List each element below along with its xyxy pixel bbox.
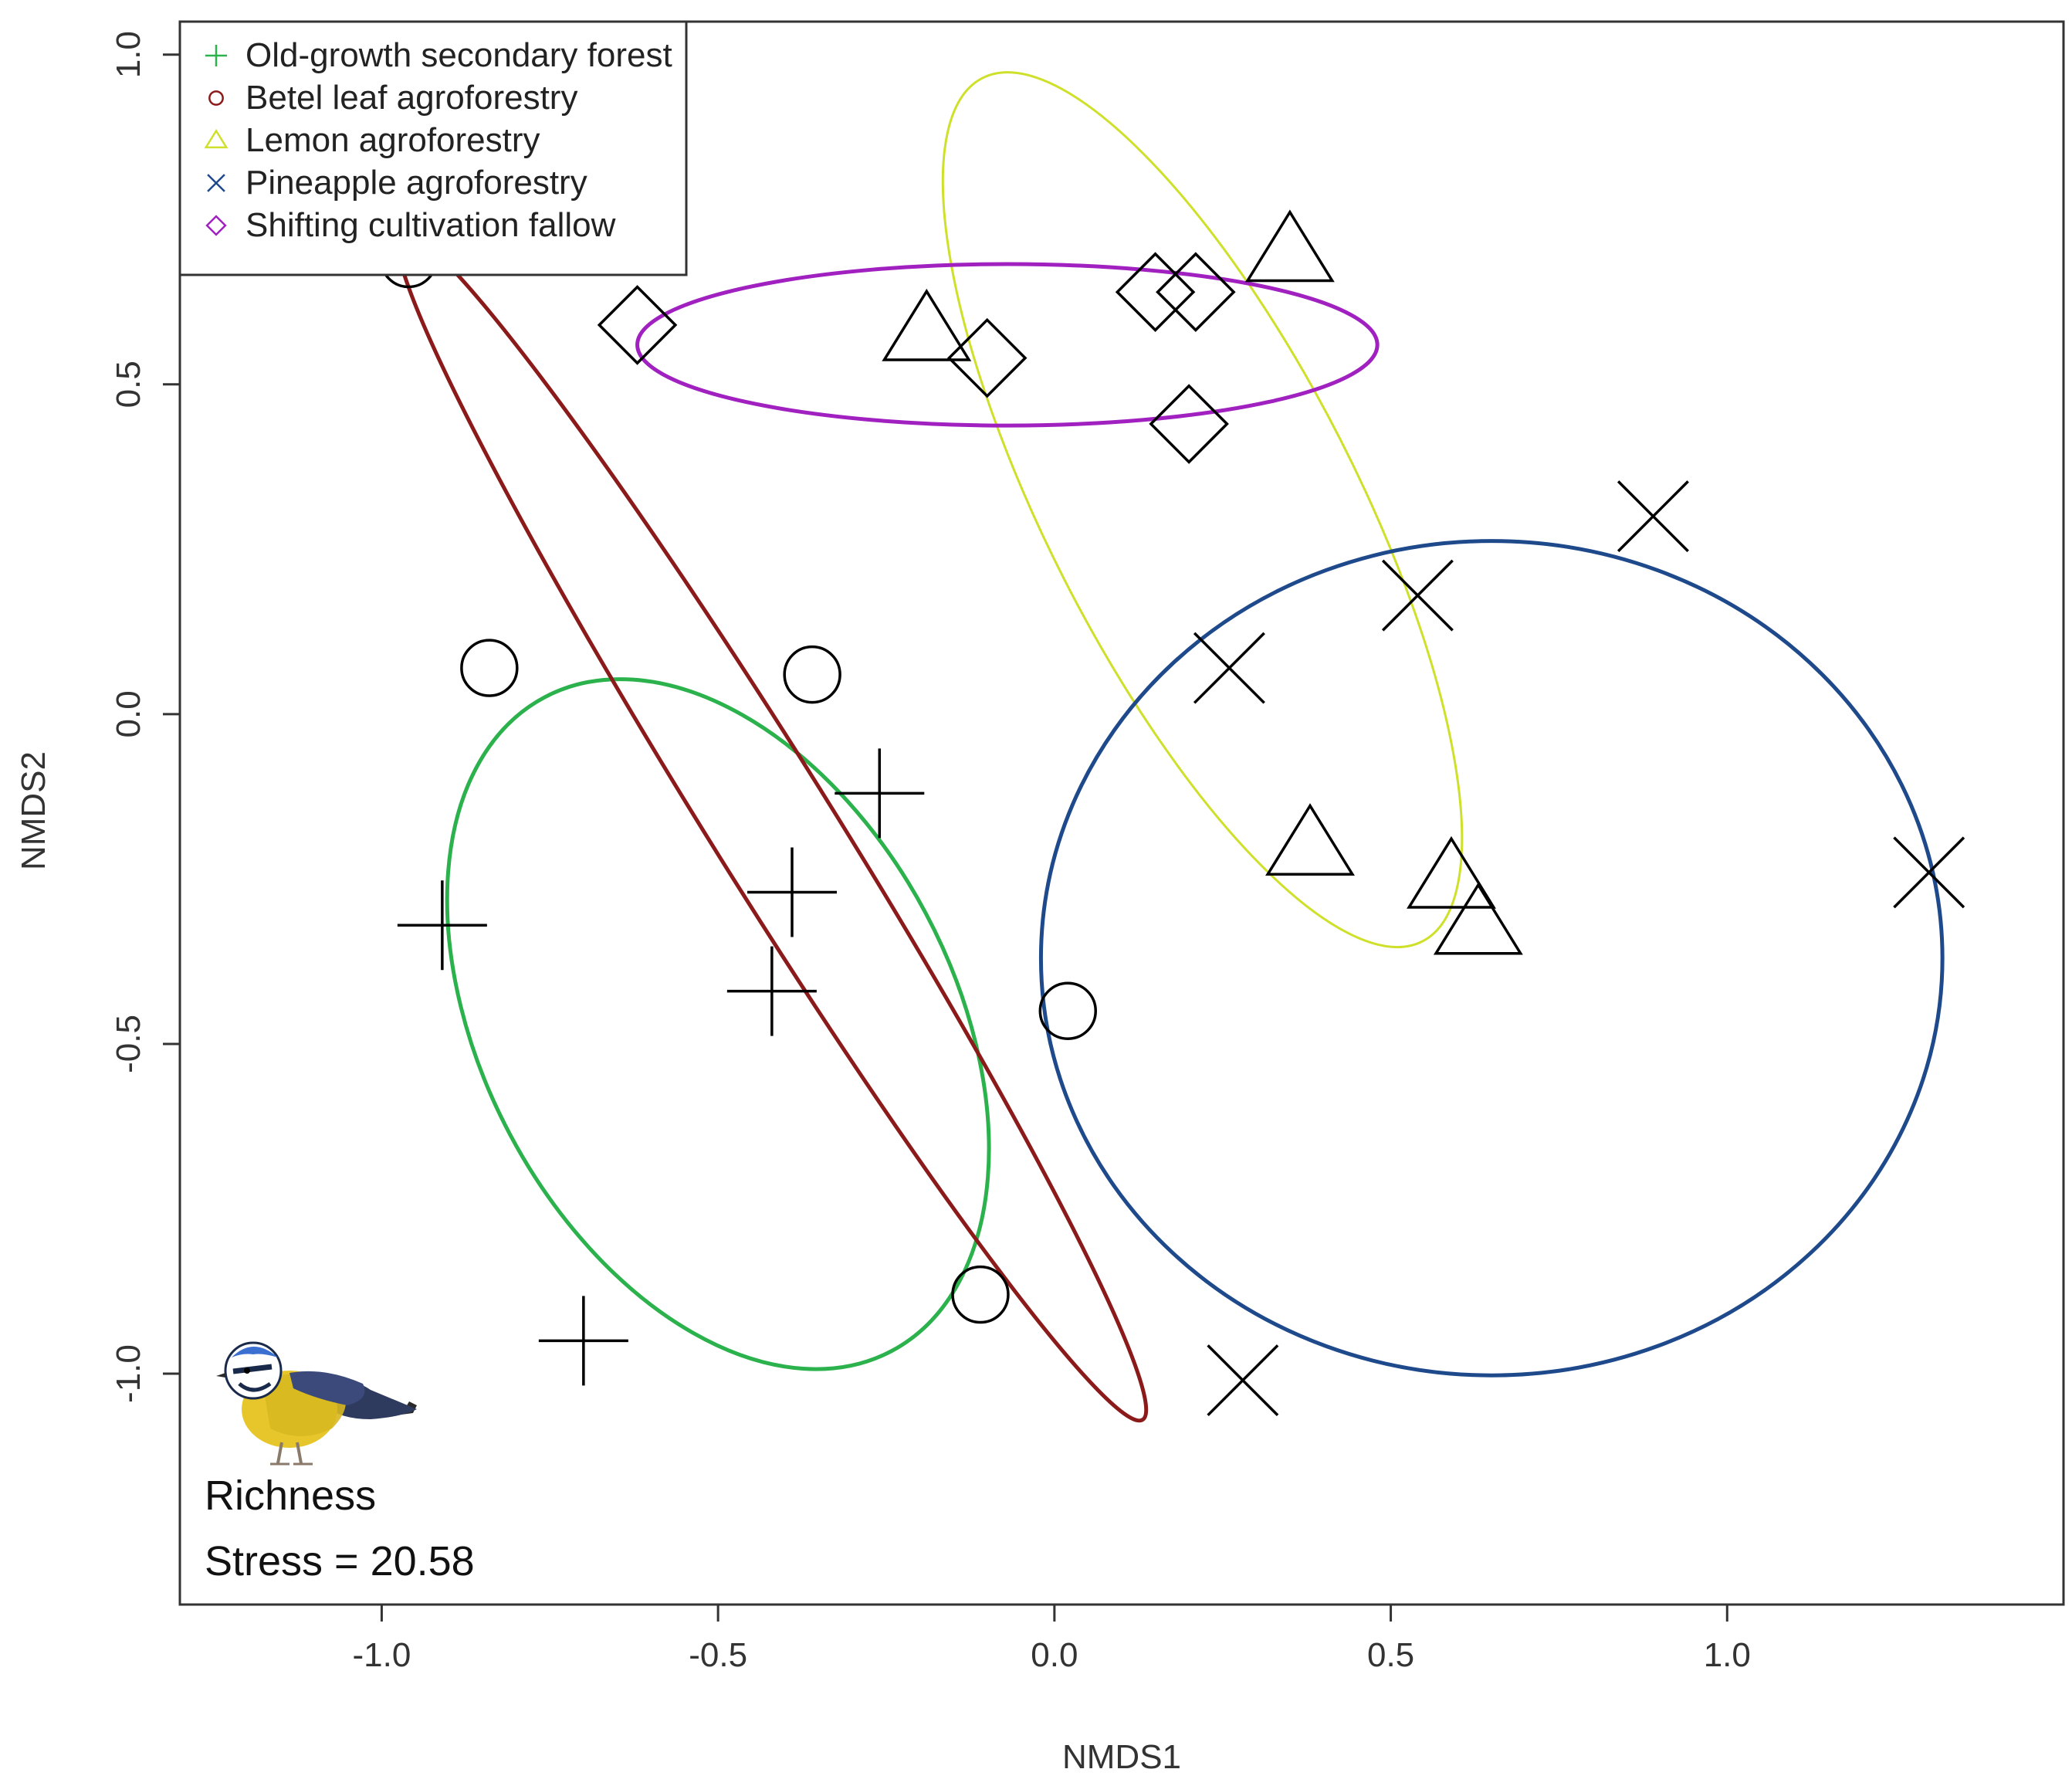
y-tick-label: 1.0 <box>110 31 147 78</box>
legend-marker-3-b <box>207 174 225 192</box>
stress-label: Stress = 20.58 <box>205 1538 475 1584</box>
legend-marker-1-c <box>208 90 224 106</box>
y-axis-title: NMDS2 <box>15 751 52 870</box>
point-series-3-3-b <box>1893 836 1965 909</box>
point-series-3-2-b <box>1193 632 1265 704</box>
point-series-1-3 <box>1038 981 1097 1040</box>
point-series-3-0 <box>1617 480 1689 553</box>
point-series-0-1 <box>835 748 925 839</box>
point-series-1-3-c <box>1038 981 1097 1040</box>
data-points <box>379 209 1965 1417</box>
point-series-4-3 <box>1156 252 1236 332</box>
point-series-3-1-b <box>1381 559 1454 632</box>
ellipse-series-2 <box>941 71 1464 948</box>
legend-marker-2 <box>204 129 229 149</box>
point-series-1-1 <box>460 639 519 697</box>
legend-marker-4-d <box>205 215 227 236</box>
point-series-3-2 <box>1193 632 1265 704</box>
legend-label-2: Lemon agroforestry <box>245 121 540 159</box>
point-series-1-1-c <box>460 639 519 697</box>
point-series-2-3 <box>1407 835 1496 909</box>
point-series-4-4 <box>1149 384 1229 464</box>
confidence-ellipses <box>395 71 1945 1423</box>
y-tick-label: -1.0 <box>110 1344 147 1403</box>
point-series-2-4 <box>1433 882 1523 955</box>
legend-label-0: Old-growth secondary forest <box>245 36 672 74</box>
point-series-1-4 <box>951 1265 1010 1324</box>
point-series-2-0-t <box>1244 209 1335 283</box>
ellipse-series-3 <box>1038 539 1945 1378</box>
legend-box <box>178 20 688 276</box>
x-axis: -1.0 -0.5 0.0 0.5 1.0 <box>353 1603 1751 1674</box>
point-series-4-2-d <box>1115 252 1196 332</box>
point-series-4-0-d <box>597 285 678 365</box>
point-series-0-4 <box>538 1296 628 1386</box>
point-series-1-4-c <box>951 1265 1010 1324</box>
point-series-2-3-t <box>1407 835 1496 909</box>
legend-marker-4 <box>205 215 227 236</box>
legend-marker-3 <box>207 174 225 192</box>
point-series-3-1 <box>1381 559 1454 632</box>
point-series-2-2-t <box>1265 803 1355 876</box>
point-series-0-0 <box>397 880 487 971</box>
x-tick-label: 1.0 <box>1704 1636 1751 1674</box>
y-tick-label: 0.5 <box>110 361 147 408</box>
legend-marker-1 <box>208 90 224 106</box>
point-series-2-1 <box>882 288 972 361</box>
ellipse-series-4 <box>635 262 1380 428</box>
legend-label-3: Pineapple agroforestry <box>245 164 587 202</box>
y-axis: -1.0 -0.5 0.0 0.5 1.0 <box>110 31 181 1403</box>
point-series-4-1 <box>946 317 1028 398</box>
legend-marker-2-t <box>204 129 229 149</box>
point-series-2-4-t <box>1433 882 1523 955</box>
y-tick-label: 0.0 <box>110 690 147 737</box>
richness-label: Richness <box>205 1473 376 1519</box>
point-series-1-2 <box>783 645 841 704</box>
legend-label-1: Betel leaf agroforestry <box>245 79 577 117</box>
x-axis-title: NMDS1 <box>1062 1738 1181 1776</box>
point-series-2-2 <box>1265 803 1355 876</box>
point-series-4-3-d <box>1156 252 1236 332</box>
point-series-3-0-b <box>1617 480 1689 553</box>
bird-icon <box>216 1341 417 1466</box>
point-series-4-4-d <box>1149 384 1229 464</box>
x-tick-label: -0.5 <box>689 1636 747 1674</box>
point-series-1-2-c <box>783 645 841 704</box>
legend-label-4: Shifting cultivation fallow <box>245 206 616 244</box>
point-series-2-0 <box>1244 209 1335 283</box>
ellipse-series-0 <box>445 677 991 1371</box>
x-tick-label: 0.0 <box>1031 1636 1078 1674</box>
point-series-4-2 <box>1115 252 1196 332</box>
point-series-3-4-b <box>1207 1344 1279 1417</box>
point-series-3-4 <box>1207 1344 1279 1417</box>
point-series-0-2 <box>747 847 837 937</box>
point-series-3-3 <box>1893 836 1965 909</box>
x-tick-label: -1.0 <box>353 1636 411 1674</box>
point-series-4-0 <box>597 285 678 365</box>
x-tick-label: 0.5 <box>1367 1636 1414 1674</box>
y-tick-label: -0.5 <box>110 1015 147 1073</box>
legend-marker-0 <box>205 45 227 66</box>
point-series-2-1-t <box>882 288 972 361</box>
point-series-4-1-d <box>946 317 1028 398</box>
ellipse-series-1 <box>395 229 1149 1423</box>
point-series-0-3 <box>726 946 817 1036</box>
